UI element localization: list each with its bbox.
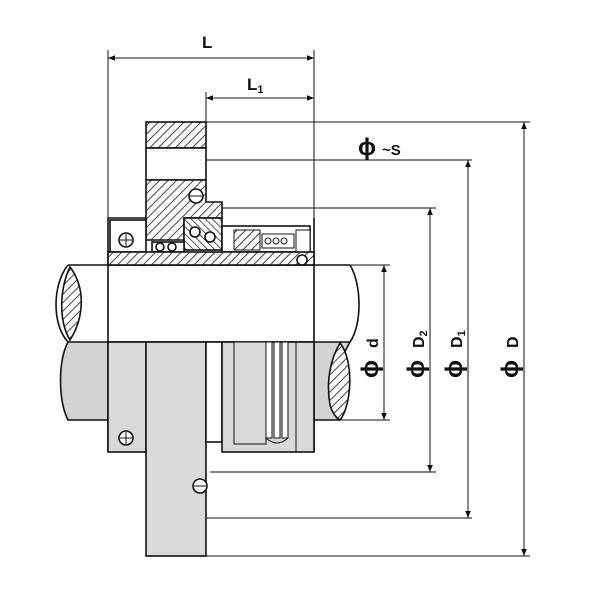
label-D2-phi: ϕ [403,360,430,378]
lower-outside-view [107,341,315,557]
shaft-section-right [327,341,351,422]
shaft-section-left [60,265,83,342]
label-D-phi: ϕ [497,360,524,378]
label-D2: D2 [411,330,430,348]
label-D2-group: ϕ D2 [403,330,430,378]
label-L: L [202,33,212,52]
label-d: d [365,338,382,348]
dimension-labels: L L1 ϕ ~S ϕ d ϕ D2 ϕ D1 ϕ D [202,33,524,378]
upper-cross-section [107,121,315,266]
label-S: ~S [382,142,401,159]
extension-lines [107,50,530,557]
label-d-group: ϕ d [357,338,384,378]
label-D1-phi: ϕ [441,360,468,378]
label-S-phi: ϕ [358,134,376,161]
label-D1: D1 [449,330,468,348]
label-D1-group: ϕ D1 [441,330,468,378]
dimension-lines [108,55,527,556]
label-L1: L1 [247,75,264,96]
label-D: D [505,336,522,348]
label-d-phi: ϕ [357,360,384,378]
label-D-group: ϕ D [497,336,524,378]
